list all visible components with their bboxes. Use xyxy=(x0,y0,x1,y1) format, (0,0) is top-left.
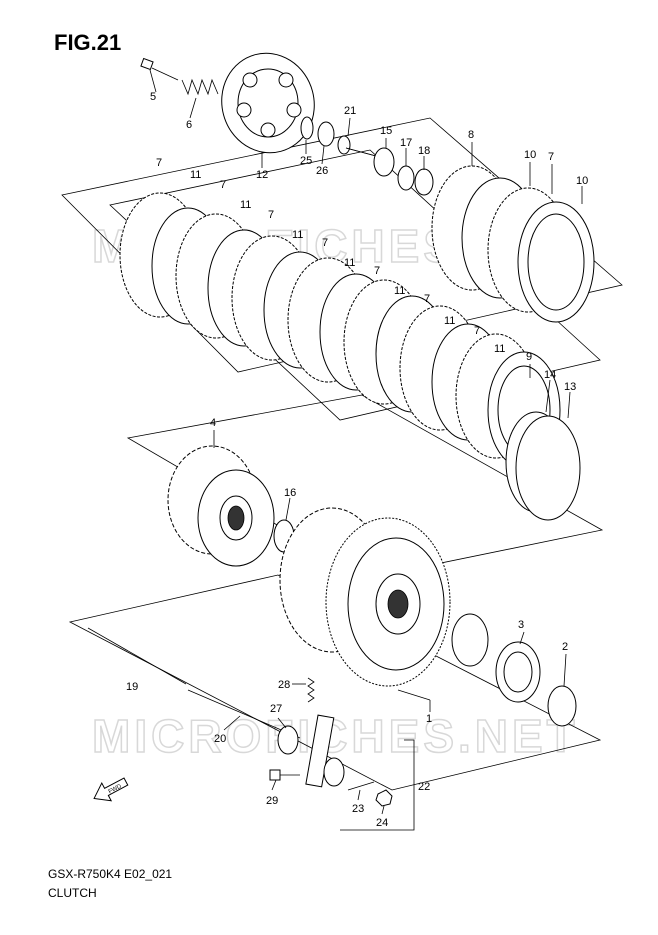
bolt-29-part xyxy=(269,769,300,781)
bearing-26-part xyxy=(317,121,335,147)
callout-6: 6 xyxy=(186,119,192,131)
callout-19: 19 xyxy=(126,681,138,693)
callout-2: 2 xyxy=(562,641,568,653)
needle-bearing-3-part xyxy=(495,641,541,703)
callout-10b: 10 xyxy=(576,175,588,187)
callout-29: 29 xyxy=(266,795,278,807)
callout-7b: 7 xyxy=(156,157,162,169)
callout-21: 21 xyxy=(344,105,356,117)
push-rod-19-part xyxy=(87,627,187,685)
callout-17: 17 xyxy=(400,137,412,149)
oil-seal-27-part xyxy=(277,725,299,755)
seat-13-part xyxy=(515,415,581,521)
callout-8: 8 xyxy=(468,129,474,141)
model-code: GSX-R750K4 E02_021 xyxy=(48,867,173,881)
callout-18: 18 xyxy=(418,145,430,157)
callout-1: 1 xyxy=(426,713,432,725)
callout-12: 12 xyxy=(256,169,268,181)
callout-7a: 7 xyxy=(548,151,554,163)
callout-7f: 7 xyxy=(374,265,380,277)
bearing-15-part xyxy=(373,147,395,177)
callout-11g: 11 xyxy=(494,343,505,355)
washer-17-part xyxy=(397,165,415,191)
callout-5: 5 xyxy=(150,91,156,103)
leader-lines xyxy=(149,69,583,831)
callout-25: 25 xyxy=(300,155,312,167)
thrust-washer-2-part xyxy=(547,685,577,727)
forward-arrow-icon: FWD xyxy=(93,777,129,802)
callout-23: 23 xyxy=(352,803,364,815)
callout-16: 16 xyxy=(284,487,296,499)
callout-13: 13 xyxy=(564,381,576,393)
push-piece-21-part xyxy=(337,135,377,157)
screw-23-part xyxy=(347,781,375,791)
callout-7h: 7 xyxy=(474,325,480,337)
callout-11b: 11 xyxy=(240,199,251,211)
pressure-plate-12-part xyxy=(221,52,315,154)
figure-title: FIG.21 xyxy=(54,30,122,55)
callout-24: 24 xyxy=(376,817,388,829)
watermark-bottom: MICROFICHES.NET xyxy=(92,710,579,762)
callout-11a: 11 xyxy=(190,169,201,181)
callout-11c: 11 xyxy=(292,229,303,241)
callout-3: 3 xyxy=(518,619,524,631)
callout-11e: 11 xyxy=(394,285,405,297)
release-arm-22-part xyxy=(305,714,345,788)
figure-caption: CLUTCH xyxy=(48,886,97,900)
sleeve-hub-4-part xyxy=(167,445,275,567)
nut-24-part xyxy=(375,789,393,807)
callout-7g: 7 xyxy=(424,293,430,305)
washer-18-part xyxy=(414,168,434,196)
callout-22: 22 xyxy=(418,781,430,793)
callout-14: 14 xyxy=(544,369,556,381)
clutch-plate-stack xyxy=(119,192,561,469)
callout-4: 4 xyxy=(210,417,216,429)
bolt-5-part xyxy=(140,57,179,81)
callout-labels: 5 6 12 25 26 21 15 17 18 8 10 7 10 7 11 … xyxy=(126,91,588,829)
callout-28: 28 xyxy=(278,679,290,691)
callout-9: 9 xyxy=(526,351,532,363)
callout-7e: 7 xyxy=(322,237,328,249)
callout-10a: 10 xyxy=(524,149,536,161)
spring-6-part xyxy=(181,78,219,96)
spacer-part xyxy=(451,613,489,667)
callout-20: 20 xyxy=(214,733,226,745)
callout-27: 27 xyxy=(270,703,282,715)
washer-25-part xyxy=(300,116,314,140)
callout-26: 26 xyxy=(316,165,328,177)
callout-15: 15 xyxy=(380,125,392,137)
callout-7c: 7 xyxy=(220,179,226,191)
callout-11d: 11 xyxy=(344,257,355,269)
callout-11f: 11 xyxy=(444,315,455,327)
upper-plates-group xyxy=(431,165,595,323)
callout-7d: 7 xyxy=(268,209,274,221)
spring-28-part xyxy=(307,677,315,703)
primary-driven-gear-1-part xyxy=(279,507,451,687)
